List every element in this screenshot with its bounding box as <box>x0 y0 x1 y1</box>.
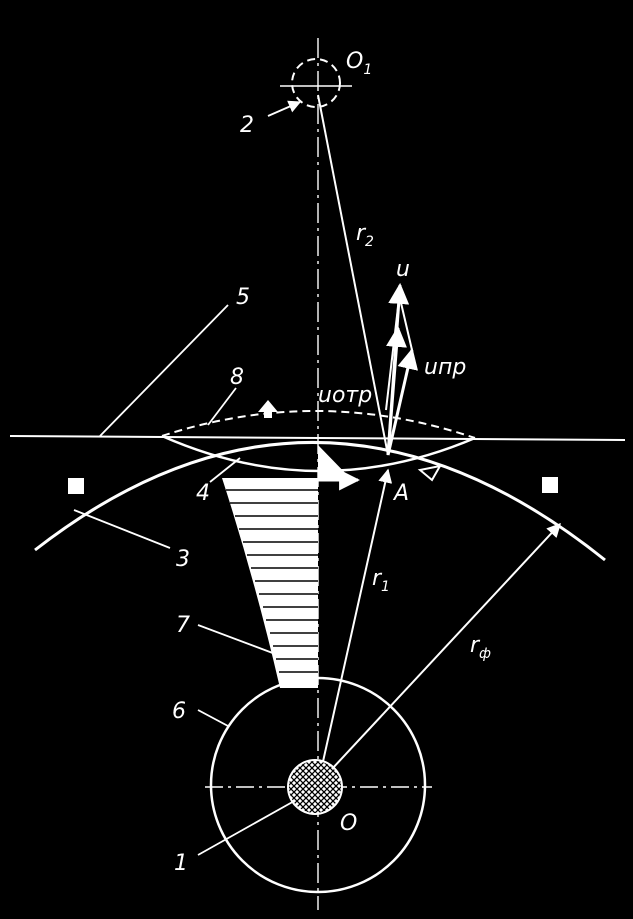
leader-7 <box>197 624 279 656</box>
label-unp: uпр <box>424 355 466 380</box>
label-uotr: uотр <box>318 383 372 408</box>
label-1: 1 <box>174 851 188 876</box>
horizontal-line-5 <box>9 435 626 441</box>
leader-3 <box>73 509 171 549</box>
label-a: A <box>392 481 409 506</box>
leader-1 <box>197 799 297 856</box>
label-rphi: rф <box>470 633 491 662</box>
support-left <box>68 478 84 494</box>
leader-2 <box>267 100 302 117</box>
shaft-1-hatch <box>289 761 341 813</box>
uotr-arrow <box>386 325 407 456</box>
r2-line <box>317 94 389 456</box>
label-r2: r2 <box>356 221 374 250</box>
label-2: 2 <box>240 113 254 138</box>
rotation-mark <box>417 464 442 482</box>
stress-profile-7 <box>222 478 318 688</box>
label-r1: r1 <box>372 566 390 595</box>
leader-4 <box>209 457 241 483</box>
label-u: u <box>396 257 410 282</box>
unp-arrow <box>386 347 419 456</box>
rphi-arrow <box>317 522 561 785</box>
label-5: 5 <box>236 285 250 310</box>
leader-6 <box>197 709 229 727</box>
label-o: O <box>340 811 357 836</box>
up-arrow-marker <box>258 400 278 418</box>
leader-8 <box>207 387 237 426</box>
label-6: 6 <box>172 699 186 724</box>
label-4: 4 <box>196 481 210 506</box>
r1-arrow <box>317 468 393 785</box>
support-right <box>542 477 558 493</box>
label-o1: O1 <box>346 49 372 78</box>
outer-arc-3 <box>34 441 606 562</box>
parallelogram-side-2 <box>385 289 401 411</box>
velocity-triangle <box>318 445 352 480</box>
dashed-arc-8 <box>161 410 476 439</box>
parallelogram-side-1 <box>397 289 413 351</box>
label-8: 8 <box>230 365 244 390</box>
leader-5 <box>99 304 229 437</box>
label-3: 3 <box>176 547 190 572</box>
label-7: 7 <box>176 613 190 638</box>
circle-o1 <box>291 58 341 108</box>
